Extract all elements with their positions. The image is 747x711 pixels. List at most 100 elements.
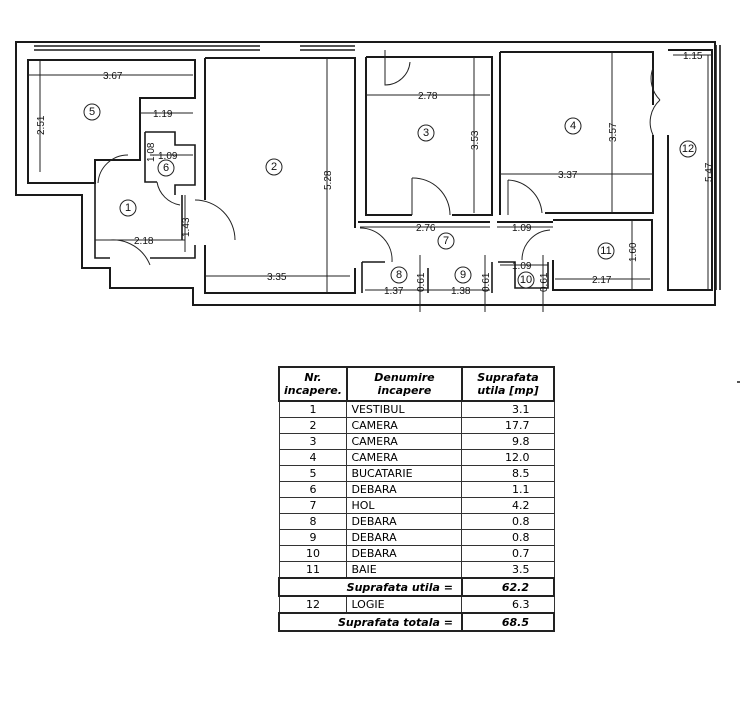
- room-number-marker: 12: [679, 140, 697, 158]
- room-circle: [390, 266, 408, 284]
- dim-label: 0.61: [539, 272, 550, 292]
- room-circle: [679, 140, 697, 158]
- cell-area: 12.0: [461, 449, 555, 466]
- dim-label: 5.28: [323, 170, 334, 190]
- cell-name: DEBARA: [346, 481, 463, 498]
- cell-area: 0.8: [461, 513, 555, 530]
- dim-label: 0.61: [416, 272, 427, 292]
- stray-mark: [737, 381, 740, 383]
- room-number-marker: 4: [564, 117, 582, 135]
- room-areas-table: Nr. incapere. Denumire incapere Suprafat…: [278, 366, 556, 632]
- header-name: Denumire incapere: [345, 366, 463, 402]
- dim-label: 2.51: [36, 115, 47, 135]
- cell-area: 3.5: [461, 561, 555, 579]
- header-nr: Nr. incapere.: [278, 366, 348, 402]
- dim-label: 3.53: [470, 130, 481, 150]
- dim-label: 1.09: [512, 261, 532, 272]
- cell-name: BAIE: [346, 561, 463, 579]
- dim-label: 1.08: [146, 142, 157, 162]
- cell-name: LOGIE: [346, 595, 463, 614]
- total-row: Suprafata totala =68.5: [278, 612, 556, 632]
- room-number-marker: 10: [517, 271, 535, 289]
- cell-nr: 9: [278, 529, 348, 546]
- floor-plan: 3.67 2.51 1.19 1.09 1.08 1.43 2.18 3.35 …: [15, 41, 721, 312]
- dim-label: 5.47: [704, 162, 715, 182]
- dim-label: 1.15: [683, 51, 703, 62]
- total-row-label: Suprafata totala =: [278, 612, 463, 632]
- cell-name: CAMERA: [346, 433, 463, 450]
- cell-name: DEBARA: [346, 513, 463, 530]
- room-number: 4: [570, 120, 576, 132]
- cell-nr: 10: [278, 545, 348, 562]
- room-number: 2: [271, 161, 277, 173]
- dim-label: 1.19: [153, 109, 173, 120]
- cell-area: 3.1: [461, 400, 555, 418]
- dim-label: 3.57: [608, 122, 619, 142]
- room-circle: [517, 271, 535, 289]
- dim-label: 1.38: [451, 286, 471, 297]
- dim-label: 1.60: [628, 242, 639, 262]
- cell-name: VESTIBUL: [346, 400, 463, 418]
- room-number: 3: [423, 127, 429, 139]
- room-number-marker: 8: [390, 266, 408, 284]
- room-circle: [417, 124, 435, 142]
- room-number-marker: 1: [119, 199, 137, 217]
- dimension-labels: 3.67 2.51 1.19 1.09 1.08 1.43 2.18 3.35 …: [36, 51, 715, 297]
- room-number-marker: 6: [157, 159, 175, 177]
- cell-area: 6.3: [461, 595, 555, 614]
- room-circle: [564, 117, 582, 135]
- room-circle: [437, 232, 455, 250]
- dim-label: 2.18: [134, 236, 154, 247]
- cell-nr: 1: [278, 400, 348, 418]
- room-number-marker: 5: [83, 103, 101, 121]
- cell-area: 9.8: [461, 433, 555, 450]
- room-number: 5: [89, 106, 95, 118]
- walls: [15, 41, 721, 306]
- room-number-marker: 7: [437, 232, 455, 250]
- cell-area: 17.7: [461, 417, 555, 434]
- cell-name: HOL: [346, 497, 463, 514]
- cell-area: 1.1: [461, 481, 555, 498]
- cell-name: BUCATARIE: [346, 465, 463, 482]
- room-number: 10: [520, 274, 532, 286]
- room-circle: [454, 266, 472, 284]
- room-number-marker: 11: [597, 242, 615, 260]
- room-circle: [597, 242, 615, 260]
- cell-nr: 11: [278, 561, 348, 579]
- cell-nr: 3: [278, 433, 348, 450]
- dim-label: 3.37: [558, 170, 578, 181]
- dim-label: 1.37: [384, 286, 404, 297]
- dim-label: 2.17: [592, 275, 612, 286]
- cell-nr: 7: [278, 497, 348, 514]
- subtotal-row: Suprafata utila =62.2: [278, 577, 556, 597]
- room-number-marker: 2: [265, 158, 283, 176]
- total-row-value: 68.5: [460, 612, 556, 632]
- room-number: 1: [125, 202, 131, 214]
- dim-label: 3.35: [267, 272, 287, 283]
- dim-label: 1.43: [181, 217, 192, 237]
- room-number-marker: 3: [417, 124, 435, 142]
- room-number: 6: [163, 162, 169, 174]
- dim-label: 1.09: [158, 151, 178, 162]
- cell-area: 4.2: [461, 497, 555, 514]
- cell-name: DEBARA: [346, 545, 463, 562]
- room-circle: [83, 103, 101, 121]
- cell-area: 8.5: [461, 465, 555, 482]
- header-area: Suprafata utila [mp]: [460, 366, 556, 402]
- dim-label: 1.09: [512, 223, 532, 234]
- cell-area: 0.7: [461, 545, 555, 562]
- room-circle: [119, 199, 137, 217]
- cell-nr: 12: [278, 595, 348, 614]
- dim-label: 0.61: [481, 272, 492, 292]
- room-number: 9: [460, 269, 466, 281]
